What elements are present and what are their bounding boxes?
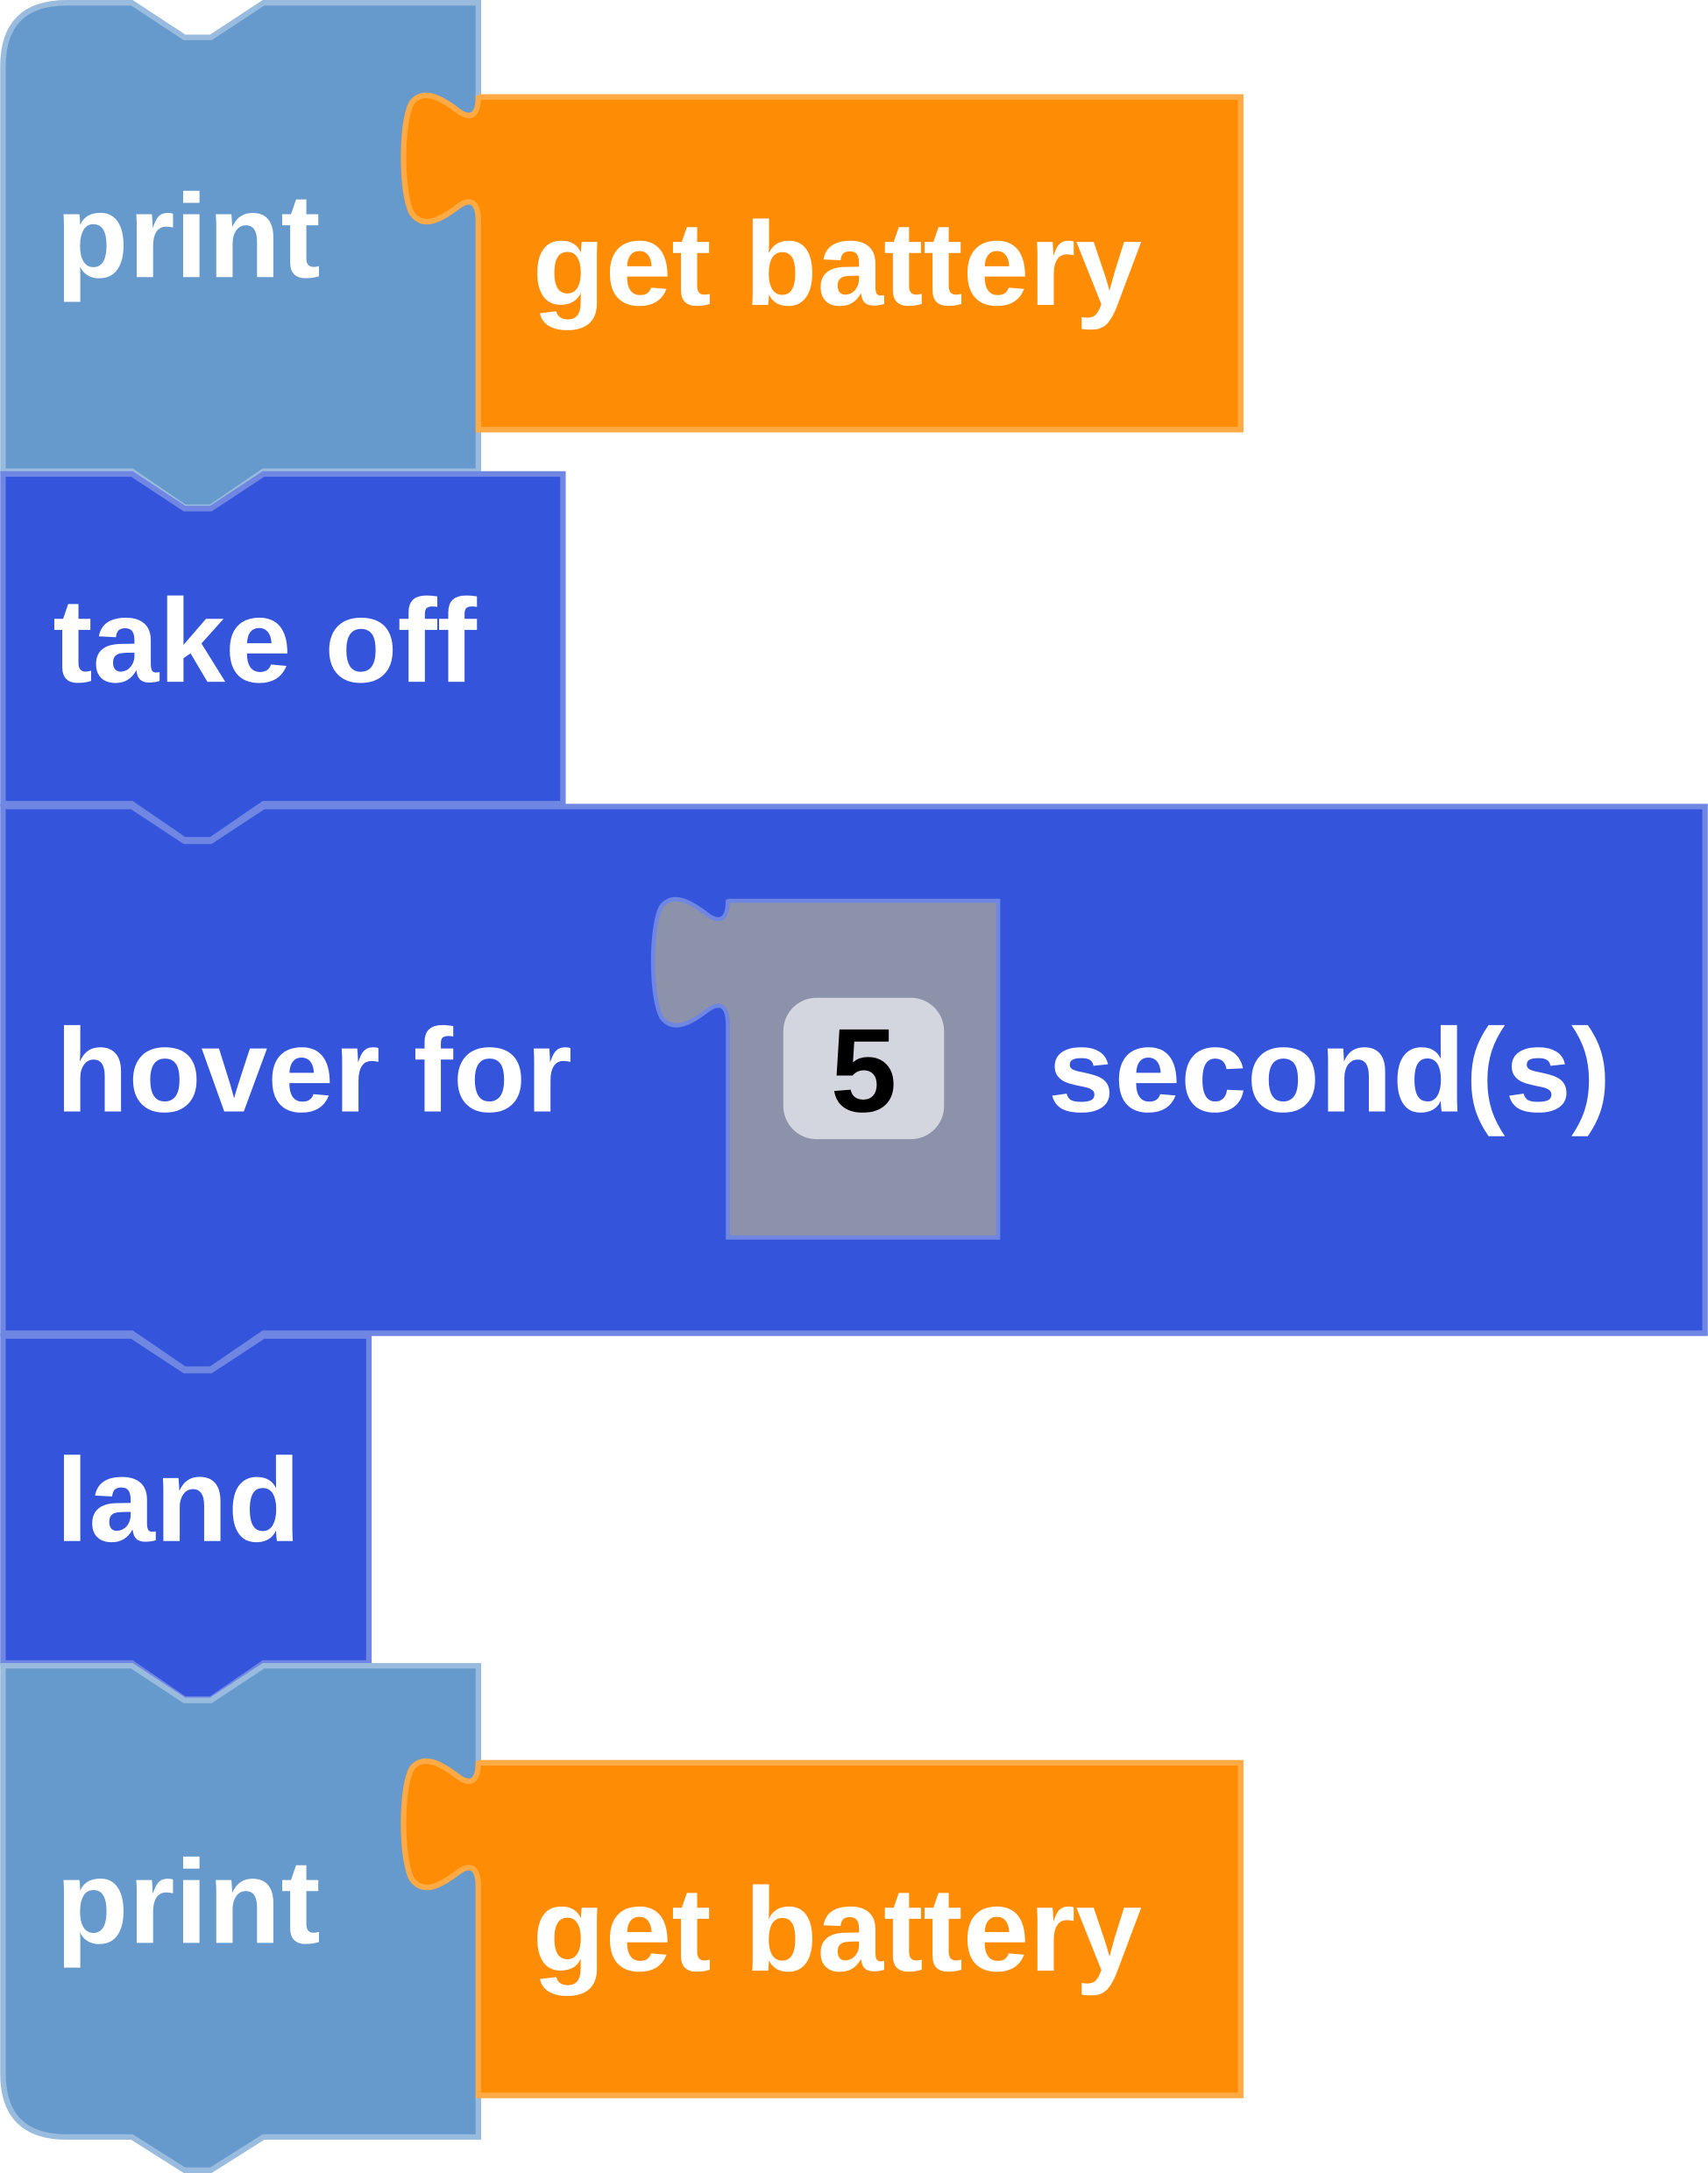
number-value[interactable]: 5	[831, 1003, 897, 1136]
get-battery-block-2[interactable]: get battery	[400, 1758, 1244, 2099]
print-label: print	[55, 169, 320, 302]
print-block-2[interactable]: print	[0, 1662, 482, 2173]
print-block-1[interactable]: print	[0, 0, 482, 511]
hover-block[interactable]: hover for 5 second(s)	[0, 803, 1708, 1372]
take-off-label: take off	[53, 574, 477, 707]
get-battery-label: get battery	[533, 1863, 1142, 1996]
number-block[interactable]: 5	[650, 896, 1001, 1240]
print-label: print	[55, 1835, 320, 1968]
number-field[interactable]	[783, 997, 945, 1140]
hover-for-label: hover for	[55, 1003, 572, 1136]
get-battery-block-1[interactable]: get battery	[400, 92, 1244, 433]
get-battery-label: get battery	[533, 197, 1142, 330]
land-label: land	[55, 1433, 301, 1567]
seconds-label: second(s)	[1048, 1003, 1611, 1136]
land-block[interactable]: land	[0, 1333, 372, 1702]
take-off-block[interactable]: take off	[0, 471, 566, 843]
